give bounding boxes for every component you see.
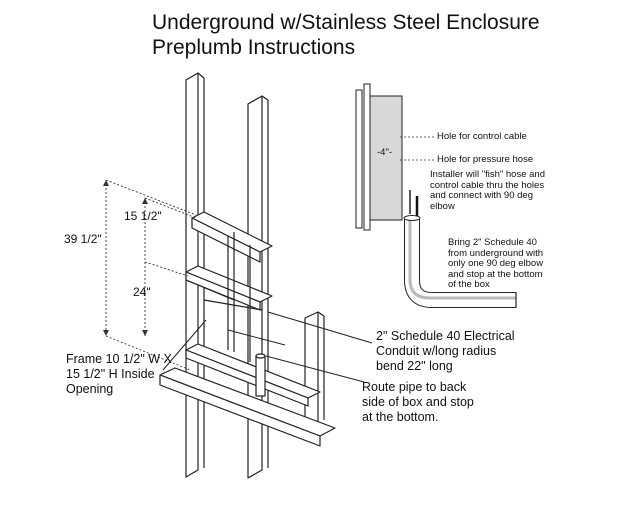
elbow-pipe (404, 218, 516, 308)
page-title: Underground w/Stainless Steel Enclosure (152, 11, 540, 34)
hole-pressure-label: Hole for pressure hose (437, 154, 534, 165)
front-stud (304, 311, 319, 431)
enclosure-side-view (355, 83, 403, 231)
installer-note: Installer will "fish" hose and control c… (430, 169, 545, 212)
hole-control-label: Hole for control cable (437, 131, 527, 142)
page-subtitle: Preplumb Instructions (152, 36, 356, 59)
conduit-note: 2" Schedule 40 Electrical Conduit w/long… (376, 329, 515, 373)
elbow-note: Bring 2" Schedule 40 from underground wi… (448, 237, 544, 290)
dim-total: 39 1/2" (64, 232, 102, 246)
box-depth-label: -4"- (377, 147, 392, 158)
dim-upper: 15 1/2" (124, 209, 162, 223)
route-note: Route pipe to back side of box and stop … (362, 380, 474, 424)
frame-conduit (255, 355, 266, 397)
frame-note: Frame 10 1/2" W X 15 1/2" H Inside Openi… (66, 352, 172, 396)
dim-lower: 24" (133, 285, 151, 299)
